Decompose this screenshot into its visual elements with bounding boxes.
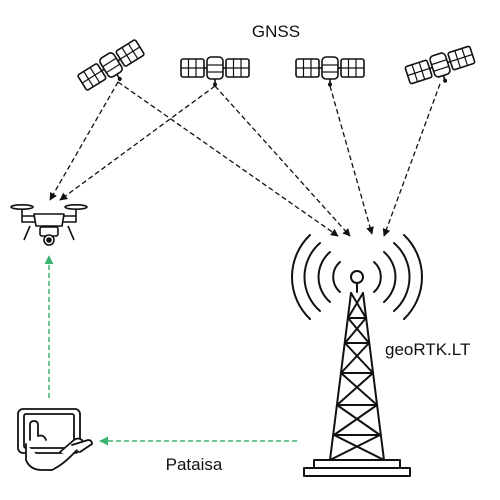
satellite-icon — [295, 56, 365, 88]
satellite-icon — [180, 56, 250, 88]
radio-tower-icon — [291, 234, 423, 477]
gnss-label: GNSS — [252, 22, 300, 41]
correction-label: Pataisa — [166, 455, 223, 474]
tablet-hand-icon — [17, 408, 93, 471]
drone-icon — [10, 204, 88, 246]
correction-links — [44, 255, 297, 446]
satellite-icon — [403, 43, 479, 94]
station-label: geoRTK.LT — [385, 340, 470, 359]
gnss-signal-lines — [49, 81, 441, 237]
